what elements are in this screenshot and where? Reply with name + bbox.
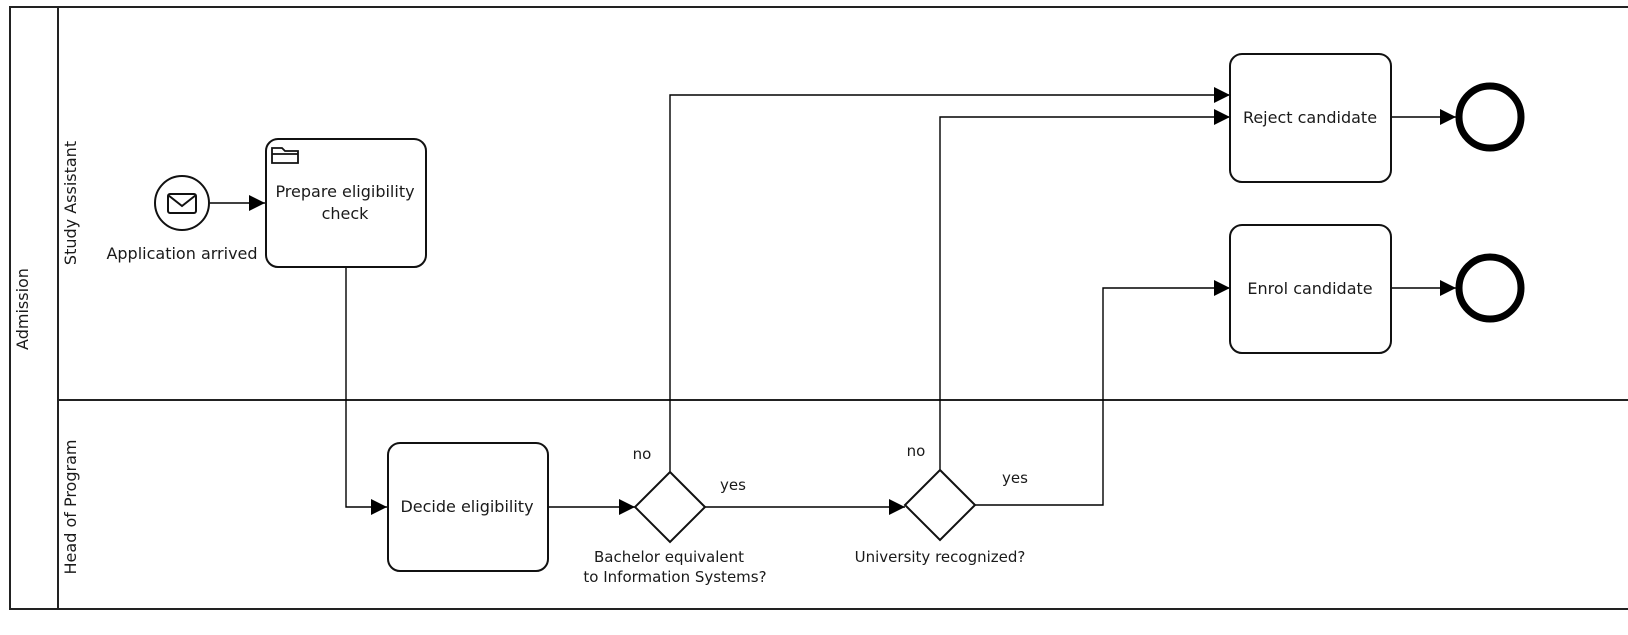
lane-title-study-assistant: Study Assistant bbox=[61, 141, 80, 265]
gateway-university-recognized[interactable] bbox=[903, 468, 977, 542]
gateway-bachelor-equivalent[interactable] bbox=[633, 470, 707, 544]
envelope-icon bbox=[167, 193, 197, 214]
task-reject-label: Reject candidate bbox=[1243, 108, 1377, 127]
task-prepare-label-line2: check bbox=[322, 204, 370, 223]
end-event-enrolled[interactable] bbox=[1455, 253, 1525, 323]
task-prepare-label-line1: Prepare eligibility bbox=[275, 182, 414, 201]
gateway-bachelor-label-line2: to Information Systems? bbox=[583, 568, 766, 586]
start-event-application-arrived[interactable] bbox=[154, 175, 210, 231]
sequence-flows bbox=[210, 87, 1456, 515]
gateway-bachelor-label-line1: Bachelor equivalent bbox=[594, 548, 744, 566]
task-decide-label: Decide eligibility bbox=[400, 497, 533, 516]
pool-title: Admission bbox=[13, 268, 32, 350]
task-reject-candidate[interactable]: Reject candidate bbox=[1229, 53, 1392, 183]
end-event-rejected[interactable] bbox=[1455, 82, 1525, 152]
flow-university-no-to-reject bbox=[939, 109, 1230, 470]
flow-bachelor-no-to-reject bbox=[669, 87, 1230, 472]
start-event-label: Application arrived bbox=[106, 244, 257, 263]
flow-label-bachelor-no: no bbox=[633, 445, 652, 463]
task-prepare-eligibility-check[interactable]: Prepare eligibility check bbox=[265, 138, 427, 268]
task-enrol-label: Enrol candidate bbox=[1247, 279, 1372, 298]
task-decide-eligibility[interactable]: Decide eligibility bbox=[387, 442, 549, 572]
flow-label-university-no: no bbox=[907, 442, 926, 460]
flow-label-bachelor-yes: yes bbox=[720, 476, 746, 494]
gateway-university-label: University recognized? bbox=[855, 548, 1026, 566]
task-enrol-candidate[interactable]: Enrol candidate bbox=[1229, 224, 1392, 354]
flow-prepare-to-decide bbox=[345, 267, 387, 515]
lane-title-head-of-program: Head of Program bbox=[61, 440, 80, 575]
flow-label-university-yes: yes bbox=[1002, 469, 1028, 487]
folder-icon bbox=[271, 147, 299, 164]
flow-university-yes-to-enrol bbox=[974, 280, 1230, 506]
